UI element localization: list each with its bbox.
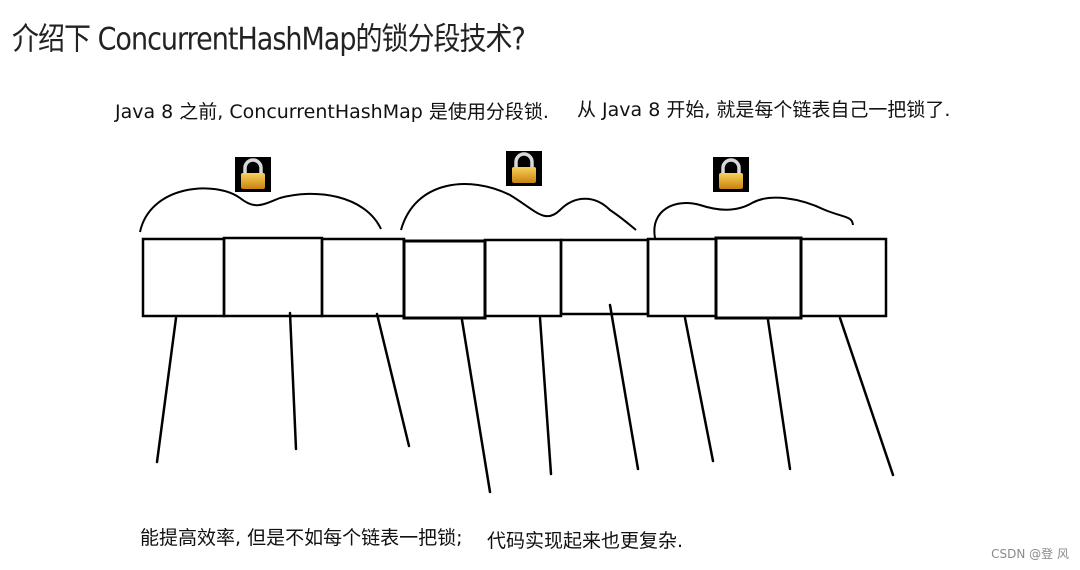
chain-line [155,316,178,464]
bucket-array [141,236,888,320]
segment-brace [653,196,854,239]
watermark: CSDN @登 风 [991,547,1069,561]
bucket-cell [714,236,803,320]
chain-line [838,316,895,477]
chain-line [683,316,715,463]
note-con: 代码实现起来也更复杂. [487,530,684,552]
bucket-cell [320,237,406,318]
padlock-icon [506,151,542,186]
note-pro: 能提高效率, 但是不如每个链表一把锁; [140,527,463,549]
chain-line [766,318,792,471]
note-from-java8: 从 Java 8 开始, 就是每个链表自己一把锁了. [577,99,951,121]
segment-brace [139,187,382,233]
chain-line [460,318,492,494]
bucket-chains [155,303,895,494]
chain-line [375,312,411,448]
bucket-cell [141,237,226,318]
bucket-cell [646,237,718,318]
padlock-icon [713,157,749,192]
bucket-cell [222,236,324,318]
padlock-icon [235,157,271,192]
bucket-cell [799,237,888,318]
bucket-cell [402,239,487,320]
bucket-cell [483,238,563,318]
chain-line [538,316,553,476]
page-title: 介绍下 ConcurrentHashMap的锁分段技术? [12,22,526,58]
chain-line [288,311,298,451]
segment-brace [400,183,637,231]
chain-line [608,303,640,471]
note-before-java8: Java 8 之前, ConcurrentHashMap 是使用分段锁. [115,101,549,123]
bucket-cell [559,238,650,316]
